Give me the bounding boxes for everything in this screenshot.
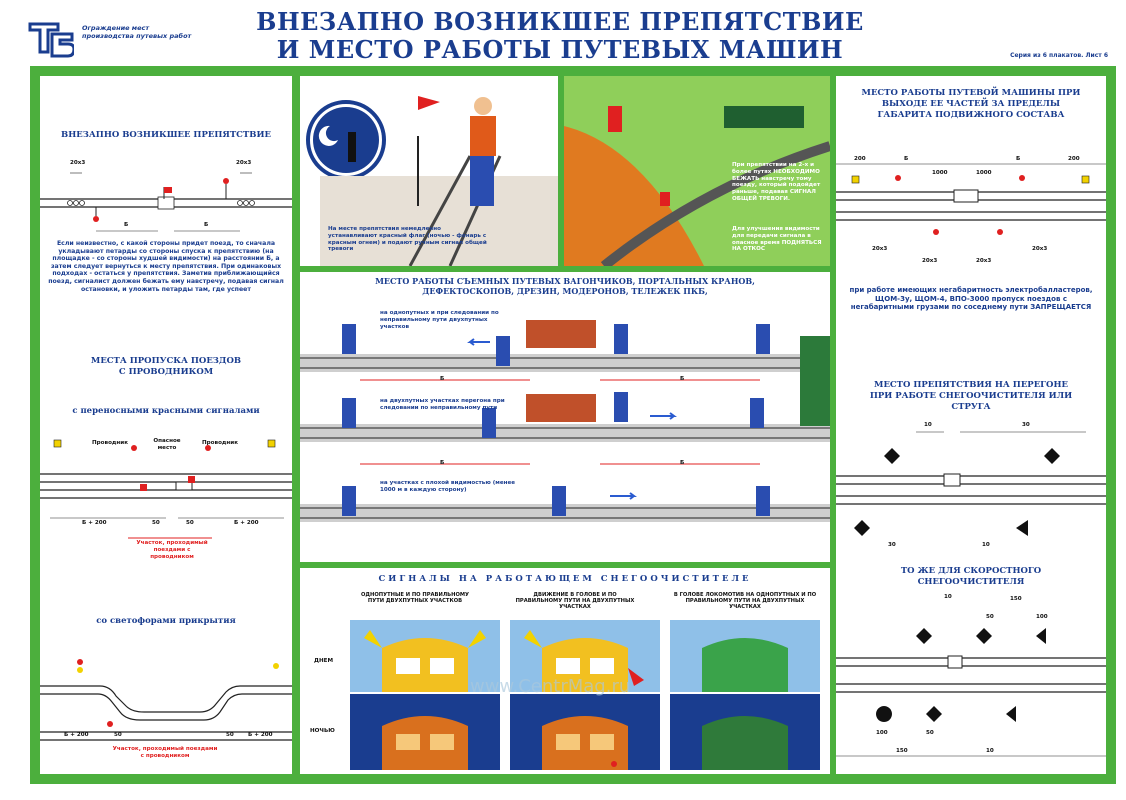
flag-caption: На месте препятствия немедленно устанавл…: [328, 226, 487, 253]
dist-1: Б + 200: [82, 520, 107, 526]
r-1000-right: 1000: [976, 170, 992, 176]
dist-4: Б + 200: [234, 520, 259, 526]
snowplow-fronts: [350, 620, 820, 770]
b-left: Б: [124, 222, 129, 228]
b-right: Б: [204, 222, 209, 228]
night-label: ночью: [310, 728, 335, 734]
right-title-1: МЕСТО РАБОТЫ ПУТЕВОЙ МАШИНЫ ПРИ ВЫХОДЕ Е…: [861, 88, 1081, 120]
w-100: 100: [1036, 614, 1048, 620]
cover-dist-2: 50: [114, 732, 122, 738]
conductor-label-1: Проводник: [92, 440, 129, 446]
series-label: Серия из 6 плакатов. Лист 6: [1010, 52, 1108, 59]
right-title-2: МЕСТО ПРЕПЯТСТВИЯ НА ПЕРЕГОНЕ ПРИ РАБОТЕ…: [869, 380, 1073, 412]
trolley-work-diagram: [300, 320, 830, 522]
snowplow-signals-title: СИГНАЛЫ НА РАБОТАЮЩЕМ СНЕГООЧИСТИТЕЛЕ: [378, 574, 752, 584]
snowplow-signals-panel: СИГНАЛЫ НА РАБОТАЮЩЕМ СНЕГООЧИСТИТЕЛЕ од…: [300, 568, 830, 774]
w-150-bottom: 150: [896, 748, 908, 754]
poster-title: ВНЕЗАПНО ВОЗНИКШЕЕ ПРЕПЯТСТВИЕ И МЕСТО Р…: [230, 8, 890, 64]
w-150: 150: [1010, 596, 1022, 602]
q-10-bottom: 10: [982, 542, 990, 548]
sudden-obstacle-diagram: [40, 172, 292, 232]
w-50: 50: [986, 614, 994, 620]
poor-visibility-note: на участках с плохой видимостью (менее 1…: [380, 480, 516, 493]
r-20x3-1: 20x3: [872, 246, 888, 252]
center-top-right-panel: При препятствии на 2-х и более путях НЕО…: [564, 76, 830, 266]
dim-left: 20x3: [70, 160, 86, 166]
dist-b-3: Б: [440, 460, 445, 466]
dist-2: 50: [152, 520, 160, 526]
cover-zone: Участок, проходимый поездами с проводник…: [112, 746, 218, 759]
dist-b-1: Б: [440, 376, 445, 382]
q-30-top: 30: [1022, 422, 1030, 428]
signal-col-2: движение в голове и по правильному пути …: [515, 592, 635, 610]
left-title-3: с переносными красными сигналами: [72, 406, 260, 416]
left-panel: ВНЕЗАПНО ВОЗНИКШЕЕ ПРЕПЯТСТВИЕ 20x3 20x3…: [40, 76, 292, 774]
cover-dist-4: Б + 200: [248, 732, 273, 738]
header: Ограждение мест производства путевых раб…: [0, 0, 1126, 72]
cover-dist-3: 50: [226, 732, 234, 738]
track-machine-diagram: [836, 163, 1106, 235]
poster-frame: ВНЕЗАПНО ВОЗНИКШЕЕ ПРЕПЯТСТВИЕ 20x3 20x3…: [30, 66, 1116, 784]
r-b-right: Б: [1016, 156, 1021, 162]
right-rule-text: при работе имеющих негабаритность электр…: [849, 286, 1093, 312]
r-20x3-3: 20x3: [976, 258, 992, 264]
two-track-caption: При препятствии на 2-х и более путях НЕО…: [732, 162, 821, 202]
flag-signalman-scene: [306, 96, 558, 266]
left-title-4: со светофорами прикрытия: [96, 616, 236, 626]
day-label: днем: [314, 658, 334, 664]
center-middle-panel: МЕСТО РАБОТЫ СЪЕМНЫХ ПУТЕВЫХ ВАГОНЧИКОВ,…: [300, 272, 830, 562]
w-50-bottom: 50: [926, 730, 934, 736]
w-10-bottom: 10: [986, 748, 994, 754]
r-20x3-2: 20x3: [922, 258, 938, 264]
q-10-top: 10: [924, 422, 932, 428]
embankment-caption: Для улучшения видимости для передачи сиг…: [732, 226, 822, 253]
embankment-scene: [564, 76, 830, 266]
title-line-1: ВНЕЗАПНО ВОЗНИКШЕЕ ПРЕПЯТСТВИЕ: [256, 7, 864, 36]
left-title-1: ВНЕЗАПНО ВОЗНИКШЕЕ ПРЕПЯТСТВИЕ: [61, 130, 271, 140]
signal-col-1: однопутные и по правильному пути двухпут…: [360, 592, 470, 604]
conductor-zone: Участок, проходимый поездами с проводник…: [136, 540, 208, 560]
cover-dist-1: Б + 200: [64, 732, 89, 738]
dist-3: 50: [186, 520, 194, 526]
right-panel: МЕСТО РАБОТЫ ПУТЕВОЙ МАШИНЫ ПРИ ВЫХОДЕ Е…: [836, 76, 1106, 774]
tb-logo-icon: [28, 22, 74, 58]
left-rule-text: Если неизвестно, с какой стороны придет …: [48, 240, 284, 293]
cover-signals-diagram: [40, 659, 292, 741]
dim-right: 20x3: [236, 160, 252, 166]
double-track-note: на двухпутных участках перегона при след…: [380, 398, 505, 411]
r-200-left: 200: [854, 156, 866, 162]
right-title-3: ТО ЖЕ ДЛЯ СКОРОСТНОГО СНЕГООЧИСТИТЕЛЯ: [900, 566, 1042, 587]
snowplow-obstacle-diagram: [836, 431, 1106, 536]
conductor-label-2: Проводник: [202, 440, 239, 446]
fast-snowplow-diagram: [836, 628, 1106, 757]
r-200-right: 200: [1068, 156, 1080, 162]
center-top-left-panel: На месте препятствия немедленно устанавл…: [300, 76, 558, 266]
w-100-bottom: 100: [876, 730, 888, 736]
danger-place-label: Опасное место: [153, 438, 181, 451]
signal-col-3: в голове локомотив на однопутных и по пр…: [673, 592, 817, 610]
r-b-left: Б: [904, 156, 909, 162]
conductor-signals-diagram: [40, 439, 292, 539]
q-30-bottom: 30: [888, 542, 896, 548]
watermark: www.CentrMag.ru: [470, 676, 631, 697]
single-track-note: на однопутных и при следовании по неправ…: [380, 310, 499, 330]
w-10: 10: [944, 594, 952, 600]
removable-trolleys-title: МЕСТО РАБОТЫ СЪЕМНЫХ ПУТЕВЫХ ВАГОНЧИКОВ,…: [375, 276, 755, 296]
left-title-2: МЕСТА ПРОПУСКА ПОЕЗДОВ С ПРОВОДНИКОМ: [90, 356, 242, 377]
poster-subtitle: Ограждение мест производства путевых раб…: [82, 24, 192, 40]
dist-b-4: Б: [680, 460, 685, 466]
r-1000-left: 1000: [932, 170, 948, 176]
dist-b-2: Б: [680, 376, 685, 382]
title-line-2: И МЕСТО РАБОТЫ ПУТЕВЫХ МАШИН: [276, 35, 844, 64]
r-20x3-4: 20x3: [1032, 246, 1048, 252]
